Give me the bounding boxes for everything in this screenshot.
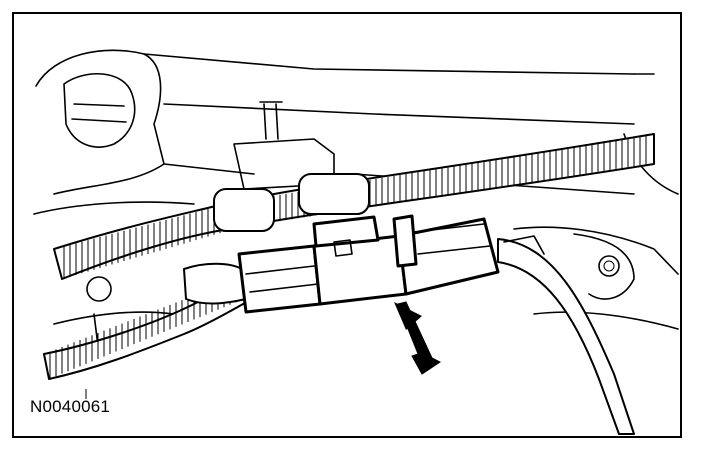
electrical-connector — [237, 214, 500, 314]
engine-harness-illustration — [33, 49, 679, 435]
lower-wiring-harness — [43, 262, 253, 380]
upper-wiring-harness — [53, 133, 655, 280]
figure-reference-code: N0040061 — [30, 397, 111, 416]
pointer-arrow-icon — [394, 301, 441, 375]
engine-casting-outline — [33, 49, 679, 355]
lead-wire — [497, 235, 635, 435]
figure-frame — [12, 12, 682, 438]
